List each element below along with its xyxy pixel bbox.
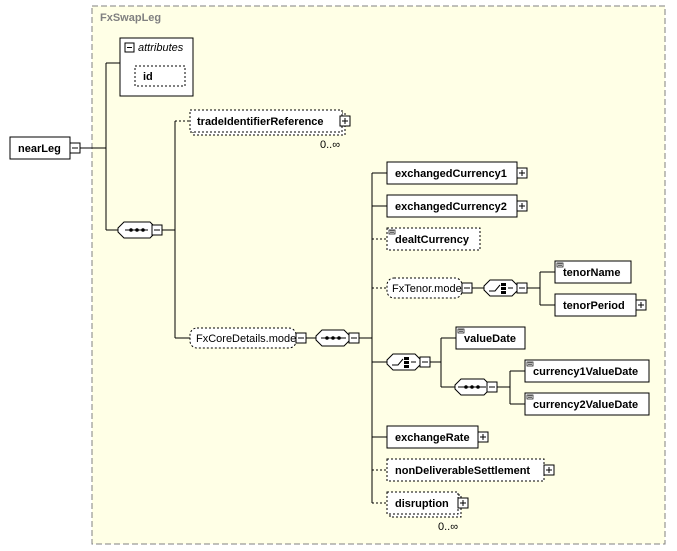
currency2valuedate-label: currency2ValueDate: [533, 399, 638, 411]
choice-icon[interactable]: [386, 353, 422, 371]
sequence-icon[interactable]: [454, 378, 491, 396]
element-dealtcurrency[interactable]: dealtCurrency: [386, 227, 481, 251]
fxcoredetails-collapse-icon[interactable]: [295, 332, 307, 344]
exchangedcurrency1-label: exchangedCurrency1: [395, 168, 507, 180]
disruption-cardinality: 0..∞: [438, 521, 458, 533]
nearleg-label: nearLeg: [18, 143, 61, 155]
exchangedcurrency2-label: exchangedCurrency2: [395, 201, 507, 213]
element-exchangerate[interactable]: exchangeRate: [386, 425, 479, 449]
element-nearleg[interactable]: nearLeg: [9, 136, 71, 160]
sequence-icon[interactable]: [117, 221, 157, 239]
element-disruption[interactable]: disruption: [386, 491, 462, 518]
sequence-collapse-icon[interactable]: [486, 381, 498, 393]
choice-collapse-icon[interactable]: [419, 356, 431, 368]
choice-icon[interactable]: [483, 279, 519, 297]
sequence-collapse-icon[interactable]: [151, 224, 163, 236]
fxtenor-collapse-icon[interactable]: [461, 282, 473, 294]
exchangedcurrency2-expand-icon[interactable]: [516, 200, 528, 212]
nondeliverablesettlement-label: nonDeliverableSettlement: [395, 465, 530, 477]
sequence-icon[interactable]: [315, 329, 351, 347]
text-content-icon: [457, 328, 465, 334]
tenorname-label: tenorName: [563, 267, 620, 279]
nearleg-collapse-icon[interactable]: [69, 142, 81, 154]
valuedate-label: valueDate: [464, 333, 516, 345]
text-content-icon: [526, 361, 534, 367]
element-valuedate[interactable]: valueDate: [455, 326, 526, 350]
container-title: FxSwapLeg: [100, 12, 161, 24]
attributes-title: attributes: [138, 42, 184, 54]
element-nondeliverablesettlement[interactable]: nonDeliverableSettlement: [386, 458, 545, 482]
exchangerate-expand-icon[interactable]: [477, 431, 489, 443]
tradeidentifierreference-expand-icon[interactable]: [339, 115, 351, 127]
disruption-expand-icon[interactable]: [457, 497, 469, 509]
element-exchangedcurrency2[interactable]: exchangedCurrency2: [386, 194, 518, 218]
tradeidentifierreference-cardinality: 0..∞: [320, 139, 340, 151]
element-currency1valuedate[interactable]: currency1ValueDate: [524, 359, 650, 383]
element-exchangedcurrency1[interactable]: exchangedCurrency1: [386, 161, 518, 185]
group-fxtenor-model[interactable]: FxTenor.model: [386, 277, 464, 299]
text-content-icon: [388, 229, 396, 235]
element-tenorname[interactable]: tenorName: [554, 260, 632, 284]
exchangedcurrency1-expand-icon[interactable]: [516, 167, 528, 179]
text-content-icon: [556, 262, 564, 268]
element-currency2valuedate[interactable]: currency2ValueDate: [524, 392, 650, 416]
element-tradeidentifierreference[interactable]: tradeIdentifierReference: [189, 109, 346, 136]
attributes-collapse-icon[interactable]: [124, 42, 135, 53]
connectors: [80, 62, 555, 504]
attribute-id[interactable]: [134, 65, 186, 87]
tenorperiod-label: tenorPeriod: [563, 300, 625, 312]
fxtenor-label: FxTenor.model: [392, 283, 464, 295]
disruption-label: disruption: [395, 498, 449, 510]
sequence-collapse-icon[interactable]: [348, 332, 360, 344]
tenorperiod-expand-icon[interactable]: [635, 299, 647, 311]
group-fxcoredetails-model[interactable]: FxCoreDetails.model: [189, 327, 299, 349]
choice-collapse-icon[interactable]: [516, 282, 528, 294]
fxcoredetails-label: FxCoreDetails.model: [196, 333, 299, 345]
tradeidentifierreference-label: tradeIdentifierReference: [197, 116, 324, 128]
dealtcurrency-label: dealtCurrency: [395, 234, 470, 246]
attribute-id-label: id: [143, 71, 153, 83]
element-tenorperiod[interactable]: tenorPeriod: [554, 293, 637, 317]
nondeliverablesettlement-expand-icon[interactable]: [543, 464, 555, 476]
exchangerate-label: exchangeRate: [395, 432, 470, 444]
currency1valuedate-label: currency1ValueDate: [533, 366, 638, 378]
text-content-icon: [526, 394, 534, 400]
